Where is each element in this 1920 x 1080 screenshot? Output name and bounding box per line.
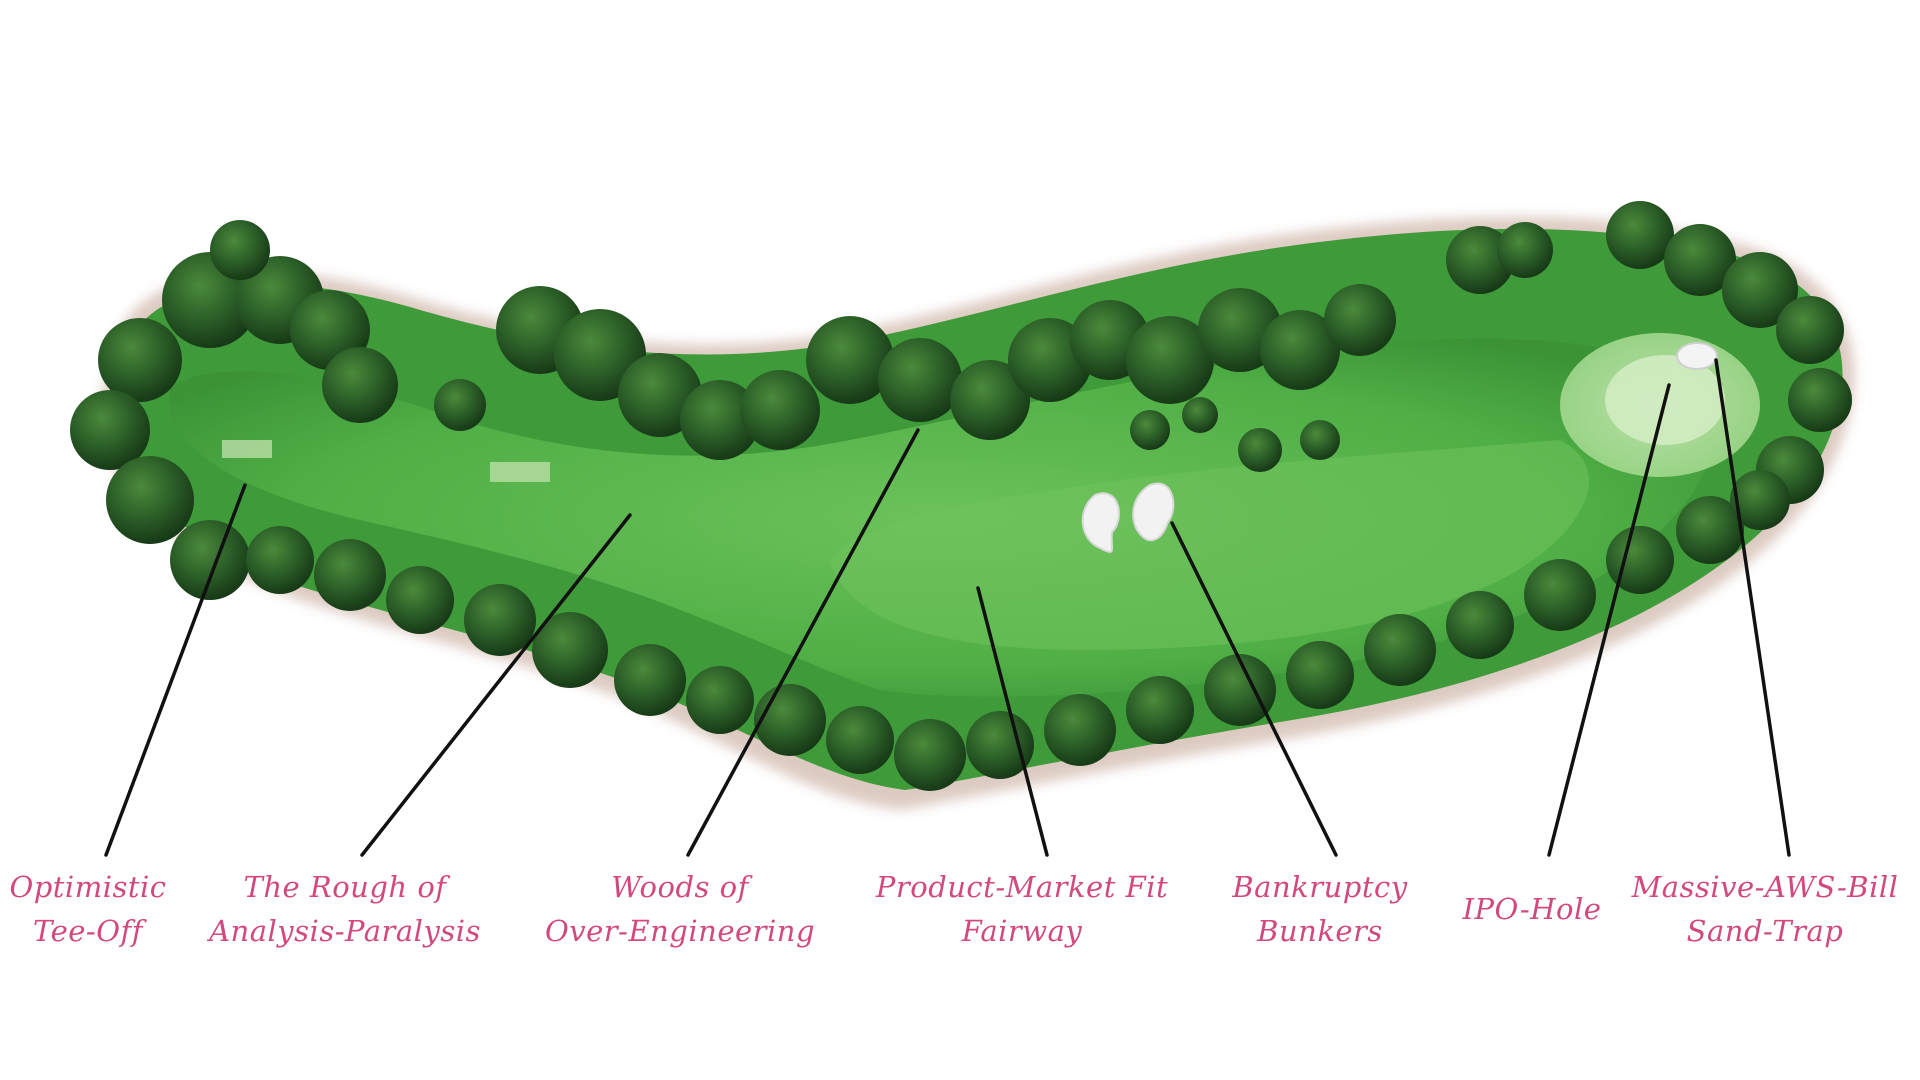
sand-trap-green bbox=[1676, 342, 1718, 370]
label-woods-line1: Woods of bbox=[611, 870, 749, 904]
leader-woods bbox=[686, 428, 920, 857]
label-bunkers: Bankruptcy Bunkers bbox=[1160, 865, 1480, 953]
tee-box-2 bbox=[490, 462, 550, 482]
label-sand-trap-line2: Sand-Trap bbox=[1686, 914, 1844, 948]
leader-ipo-hole bbox=[1547, 383, 1671, 857]
label-rough-line1: The Rough of bbox=[243, 870, 447, 904]
leader-sand-trap bbox=[1714, 358, 1791, 857]
label-bunkers-line2: Bunkers bbox=[1257, 914, 1383, 948]
label-fairway-line1: Product-Market Fit bbox=[875, 870, 1169, 904]
fairway-light-strip bbox=[830, 440, 1589, 650]
tee-box-1 bbox=[222, 440, 272, 458]
label-tee-off-line1: Optimistic bbox=[9, 870, 167, 904]
label-sand-trap-line1: Massive-AWS-Bill bbox=[1631, 870, 1899, 904]
leader-tee-off bbox=[104, 483, 247, 857]
tree-clusters bbox=[70, 201, 1852, 791]
label-bunkers-line1: Bankruptcy bbox=[1232, 870, 1408, 904]
label-ipo-hole-line1: IPO-Hole bbox=[1462, 892, 1602, 926]
label-tee-off-line2: Tee-Off bbox=[33, 914, 143, 948]
bunker-right bbox=[1132, 482, 1175, 542]
label-rough: The Rough of Analysis-Paralysis bbox=[185, 865, 505, 953]
label-rough-line2: Analysis-Paralysis bbox=[209, 914, 481, 948]
bunker-left bbox=[1081, 492, 1120, 553]
label-sand-trap: Massive-AWS-Bill Sand-Trap bbox=[1605, 865, 1920, 953]
label-woods-line2: Over-Engineering bbox=[544, 914, 816, 948]
label-tee-off: Optimistic Tee-Off bbox=[0, 865, 248, 953]
label-fairway: Product-Market Fit Fairway bbox=[862, 865, 1182, 953]
leader-fairway bbox=[976, 586, 1049, 857]
leader-lines bbox=[104, 358, 1791, 857]
label-woods: Woods of Over-Engineering bbox=[520, 865, 840, 953]
label-fairway-line2: Fairway bbox=[961, 914, 1083, 948]
label-ipo-hole: IPO-Hole bbox=[1372, 887, 1692, 931]
leader-rough bbox=[360, 513, 632, 857]
leader-bunkers bbox=[1170, 521, 1338, 857]
